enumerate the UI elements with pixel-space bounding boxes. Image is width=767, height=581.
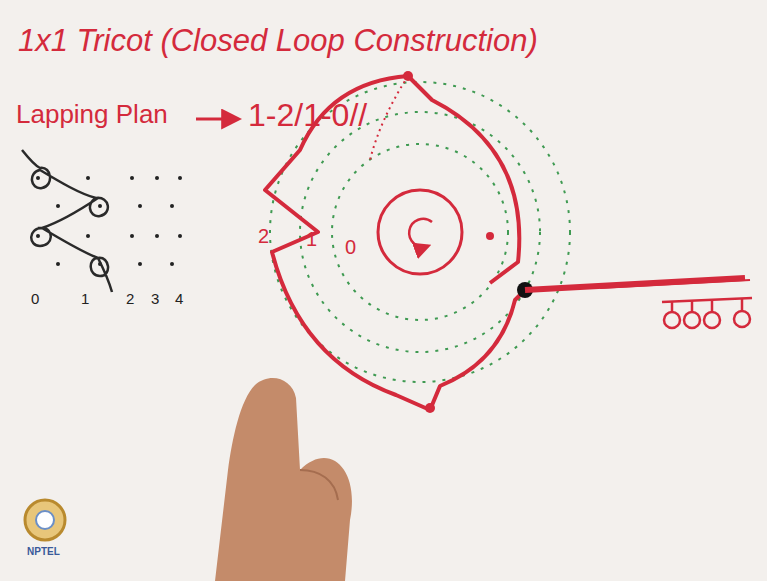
finger (215, 378, 352, 581)
guide-circle (332, 144, 508, 320)
guide-position: 1 (306, 228, 317, 250)
lapping-notation: 1-2/1-0// (248, 98, 367, 133)
finger-crease (300, 470, 338, 500)
dot (98, 204, 102, 208)
point (486, 232, 494, 240)
dot (36, 234, 40, 238)
needle (711, 300, 714, 312)
arrow-line (196, 118, 238, 121)
dot (155, 234, 159, 238)
inner-circle (378, 190, 462, 274)
needle-number: 1 (81, 291, 89, 308)
dot (56, 262, 60, 266)
heading-label: Lapping Plan (16, 100, 168, 129)
dot (138, 204, 142, 208)
dot (170, 262, 174, 266)
dot (86, 176, 90, 180)
dot (155, 176, 159, 180)
point (425, 403, 435, 413)
dot (170, 204, 174, 208)
dot (86, 234, 90, 238)
point (403, 71, 413, 81)
dot (130, 176, 134, 180)
needle-number: 2 (126, 291, 134, 308)
needle-hook (684, 312, 700, 328)
guide-circle (300, 112, 540, 352)
logo-center (36, 511, 54, 529)
rotation-arrow (409, 219, 432, 247)
dot (130, 234, 134, 238)
logo (25, 500, 65, 540)
guide-position: 2 (258, 225, 269, 247)
dot (56, 204, 60, 208)
needle-number: 3 (151, 291, 159, 308)
needle-number: 4 (175, 291, 183, 308)
logo-ring (25, 500, 65, 540)
dot (36, 176, 40, 180)
dot (178, 234, 182, 238)
title: 1x1 Tricot (Closed Loop Construction) (18, 24, 538, 58)
needle (671, 302, 674, 312)
needle-hook (734, 311, 750, 327)
needles (664, 299, 750, 328)
needle-bar (600, 280, 750, 288)
lapping-loop (22, 150, 112, 292)
guide-position: 0 (345, 236, 356, 258)
needle-hook (704, 312, 720, 328)
needle-hook (664, 312, 680, 328)
dot (138, 262, 142, 266)
dot (178, 176, 182, 180)
needle-base (662, 298, 752, 302)
needle-bar (525, 278, 745, 290)
logo-text: NPTEL (27, 546, 60, 557)
needle-number: 0 (31, 291, 39, 308)
needle (691, 301, 694, 312)
hand (215, 378, 352, 581)
needle (741, 299, 744, 311)
guide-trace (370, 76, 408, 160)
